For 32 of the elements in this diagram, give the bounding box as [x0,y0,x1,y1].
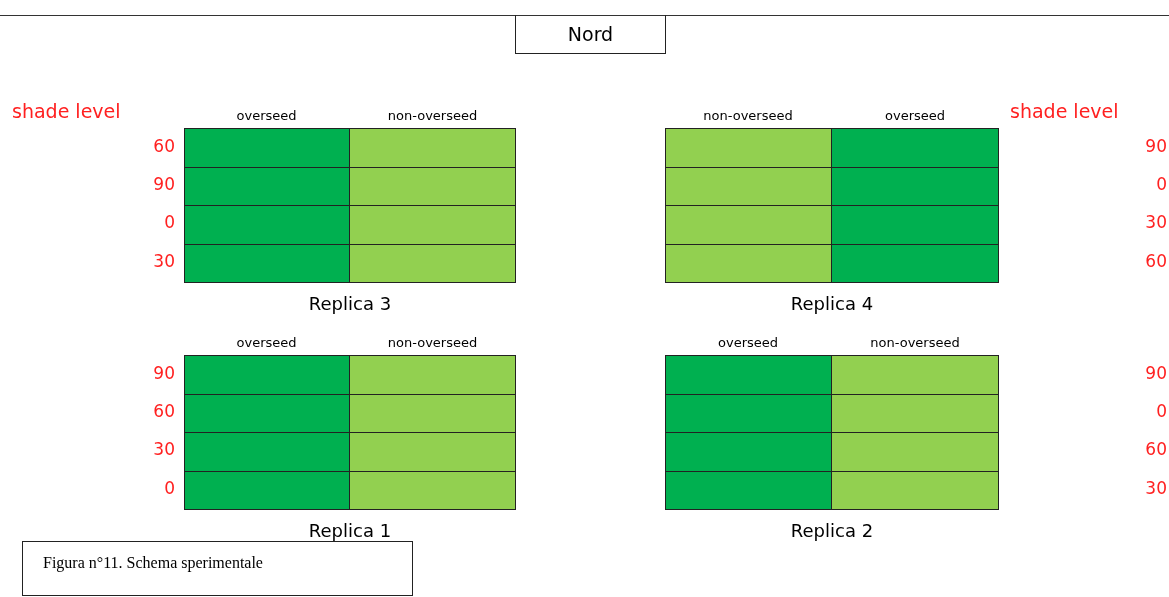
column-header: non-overseed [386,335,479,350]
column-header: overseed [235,335,298,350]
shade-value: 60 [153,401,175,421]
shade-value: 0 [164,212,175,232]
column-header: non-overseed [869,335,961,350]
column-header: overseed [717,335,779,350]
north-label-box: Nord [515,15,666,54]
replica-label: Replica 1 [307,520,393,541]
shade-value: 60 [1145,251,1167,271]
replica-label: Replica 3 [307,293,393,314]
shade-value: 90 [153,174,175,194]
shade-value: 0 [1156,401,1167,421]
shade-value: 60 [1145,439,1167,459]
replica-label: Replica 2 [789,520,875,541]
column-header: overseed [235,108,298,123]
shade-value: 90 [153,363,175,383]
replica-label: Replica 4 [789,293,875,314]
column-header: overseed [884,108,946,123]
shade-value: 60 [153,136,175,156]
column-header: non-overseed [702,108,794,123]
shade-value: 30 [1145,478,1167,498]
shade-value: 90 [1145,136,1167,156]
caption-box: Figura n°11. Schema sperimentale [22,541,413,596]
shade-value: 30 [1145,212,1167,232]
shade-value: 30 [153,439,175,459]
shade-value: 0 [1156,174,1167,194]
column-header: non-overseed [386,108,479,123]
shade-level-heading: shade level [1010,100,1119,122]
shade-value: 30 [153,251,175,271]
shade-value: 90 [1145,363,1167,383]
shade-value: 0 [164,478,175,498]
shade-level-heading: shade level [12,100,121,122]
